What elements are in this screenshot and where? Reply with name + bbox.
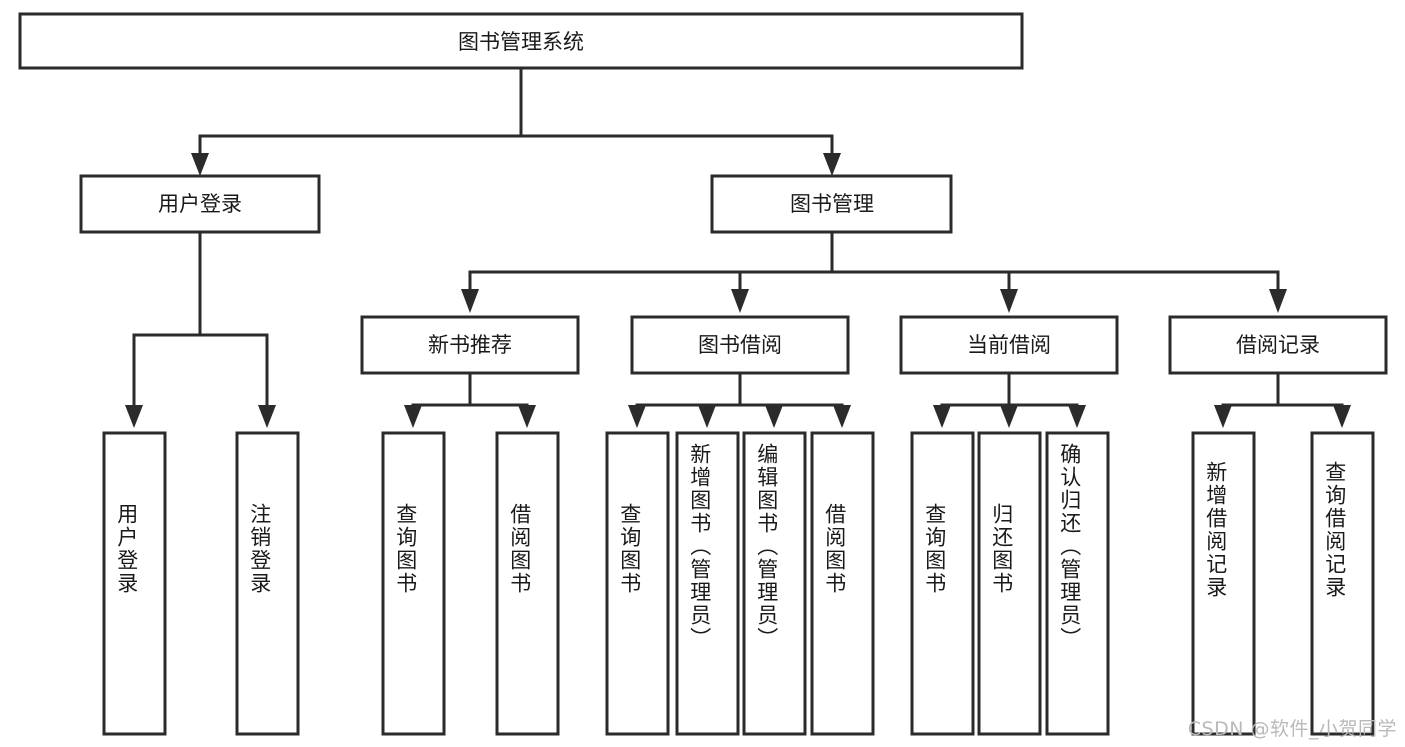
node-box-leaf-nb-borrow-book[interactable] [495, 431, 560, 736]
node-box-leaf-br-query-record[interactable] [1310, 431, 1375, 736]
arrow-head-icon-borrow-record [1269, 289, 1287, 313]
node-layer: 图书管理系统 用户登录 图书管理 新书推荐 图书借阅 当前借阅 借阅记录 [18, 12, 1388, 736]
arrow-head-icon-br-leaf-1 [1214, 405, 1232, 428]
arrow-head-icon-cb-leaf-1 [933, 405, 951, 428]
node-box-leaf-user-login[interactable] [102, 431, 167, 736]
node-box-new-book-recommend[interactable] [360, 315, 580, 375]
arrow-head-icon-nb-leaf-1 [404, 405, 422, 428]
node-box-leaf-nb-query-book[interactable] [381, 431, 446, 736]
node-box-leaf-cb-query-book[interactable] [910, 431, 975, 736]
node-box-user-login[interactable] [79, 174, 321, 234]
arrow-head-icon-cb-leaf-2 [1000, 405, 1018, 428]
node-box-borrow-record[interactable] [1168, 315, 1388, 375]
node-box-leaf-bb-edit-book[interactable] [742, 431, 807, 736]
arrow-head-icon-bb-leaf-3 [765, 405, 783, 428]
connector-layer [125, 66, 1351, 428]
node-label-book-borrow: 图书借阅 [698, 333, 782, 357]
node-box-leaf-bb-borrow-book[interactable] [810, 431, 875, 736]
node-box-book-borrow[interactable] [630, 315, 850, 375]
node-box-leaf-bb-add-book[interactable] [675, 431, 740, 736]
node-label-new-book-recommend: 新书推荐 [428, 333, 512, 357]
arrow-head-icon-nb-leaf-2 [518, 405, 536, 428]
node-label-user-login: 用户登录 [158, 192, 242, 216]
node-label-root: 图书管理系统 [458, 30, 584, 54]
node-box-root[interactable] [18, 12, 1024, 70]
node-box-book-manage[interactable] [710, 174, 953, 234]
arrow-head-icon-bb-leaf-2 [698, 405, 716, 428]
arrow-head-icon-leaf-user-login [125, 405, 143, 428]
node-box-leaf-br-add-record[interactable] [1191, 431, 1256, 736]
node-box-leaf-cb-return-book[interactable] [977, 431, 1042, 736]
node-label-borrow-record: 借阅记录 [1236, 333, 1320, 357]
arrow-head-icon-book-manage [823, 153, 841, 176]
arrow-head-icon-bb-leaf-4 [833, 405, 851, 428]
node-box-current-borrow[interactable] [899, 315, 1119, 375]
arrow-head-icon-bb-leaf-1 [628, 405, 646, 428]
arrow-head-icon-leaf-logout [258, 405, 276, 428]
csdn-watermark: CSDN @软件_小贺同学 [1187, 718, 1397, 740]
arrow-head-icon-user-login [191, 153, 209, 176]
node-box-leaf-bb-query-book[interactable] [605, 431, 670, 736]
node-box-leaf-logout[interactable] [235, 431, 300, 736]
node-box-leaf-cb-confirm-return[interactable] [1045, 431, 1110, 736]
arrow-head-icon-book-borrow [731, 289, 749, 313]
arrow-head-icon-cb-leaf-3 [1068, 405, 1086, 428]
arrow-head-icon-br-leaf-2 [1333, 405, 1351, 428]
node-label-current-borrow: 当前借阅 [967, 333, 1051, 357]
arrow-head-icon-new-book [461, 289, 479, 313]
node-label-book-manage: 图书管理 [790, 192, 874, 216]
arrow-head-icon-current-borrow [1000, 289, 1018, 313]
